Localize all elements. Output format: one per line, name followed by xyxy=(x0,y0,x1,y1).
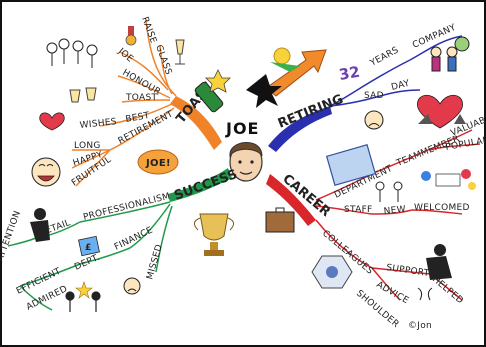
briefcase-icon xyxy=(265,207,295,233)
laughing-face-icon xyxy=(31,157,61,187)
sad-face-icon xyxy=(364,110,384,130)
career-word-staff: STAFF xyxy=(344,205,373,215)
sun-icon xyxy=(270,47,300,72)
toast-main-branch xyxy=(170,96,222,150)
toast-word-long: LONG xyxy=(74,141,101,151)
success-word-finance: FINANCE xyxy=(113,225,155,252)
joe-face-illustration xyxy=(229,142,263,182)
wine-glass-icon xyxy=(175,39,185,65)
finance-sign-icon: £ xyxy=(78,235,100,257)
career-word-advice: ADVICE xyxy=(375,280,411,306)
rising-arrow-icon xyxy=(265,49,327,97)
toast-word-toast: TOAST xyxy=(125,93,157,103)
missed-face-icon xyxy=(123,277,141,295)
success-word-dept: DEPT. xyxy=(73,253,102,273)
retiring-years-number: 32 xyxy=(338,63,362,84)
center-label: JOE xyxy=(225,119,259,138)
retiring-word-sad: SAD xyxy=(364,91,384,101)
faces-profile-icon xyxy=(417,287,433,301)
success-label: SUCCESS xyxy=(172,167,239,204)
toast-word-glass: GLASS xyxy=(153,44,173,77)
success-main-branch xyxy=(168,168,232,202)
helping-hands-icon xyxy=(426,244,452,280)
heart-icon xyxy=(39,112,65,131)
career-main-branch xyxy=(266,174,316,226)
cheering-figures-icon xyxy=(46,38,98,68)
toast-word-joe: JOE xyxy=(115,46,135,65)
toast-word-raise: RAISE xyxy=(139,16,158,45)
balloons-icon xyxy=(421,169,476,190)
artist-signature: ©Jon xyxy=(408,321,432,331)
retiring-sub-branches xyxy=(329,35,463,107)
toast-sub-branches xyxy=(71,19,177,187)
joe-badge-shape xyxy=(137,149,179,175)
winged-heart-icon xyxy=(417,95,466,129)
collaboration-hexagon-icon xyxy=(311,255,353,289)
toasting-glasses-icon xyxy=(69,87,97,103)
success-sub-branches xyxy=(7,201,173,311)
trophy-icon xyxy=(194,213,234,256)
admiring-figures-icon xyxy=(65,281,101,312)
toast-word-wishes: WISHES xyxy=(79,117,117,131)
retiring-main-branch xyxy=(268,106,332,152)
success-word-missed: MISSED xyxy=(145,243,165,281)
career-word-team: TEAM xyxy=(394,150,423,170)
retiring-label: RETIRING xyxy=(276,92,346,132)
finance-sign-text: £ xyxy=(85,243,92,253)
couple-figures-icon xyxy=(430,36,470,72)
joe-badge-text: JOE! xyxy=(145,158,171,169)
speaker-silhouette-icon xyxy=(30,208,50,242)
retiring-word-years: YEARS xyxy=(368,45,401,69)
success-word-attention: ATTENTION xyxy=(0,209,23,263)
staff-figures-icon xyxy=(375,181,403,202)
career-word-welcomed: WELCOMED xyxy=(414,203,470,213)
success-word-professionalism: PROFESSIONALISM xyxy=(82,192,171,223)
champagne-bottle-icon xyxy=(194,69,231,113)
career-word-new: NEW xyxy=(383,205,406,217)
retiring-word-day: DAY xyxy=(390,79,411,93)
star-splat-icon xyxy=(246,74,282,108)
toast-word-best: BEST xyxy=(125,111,151,125)
team-photo-icon xyxy=(325,144,377,186)
medal-icon xyxy=(125,26,137,46)
